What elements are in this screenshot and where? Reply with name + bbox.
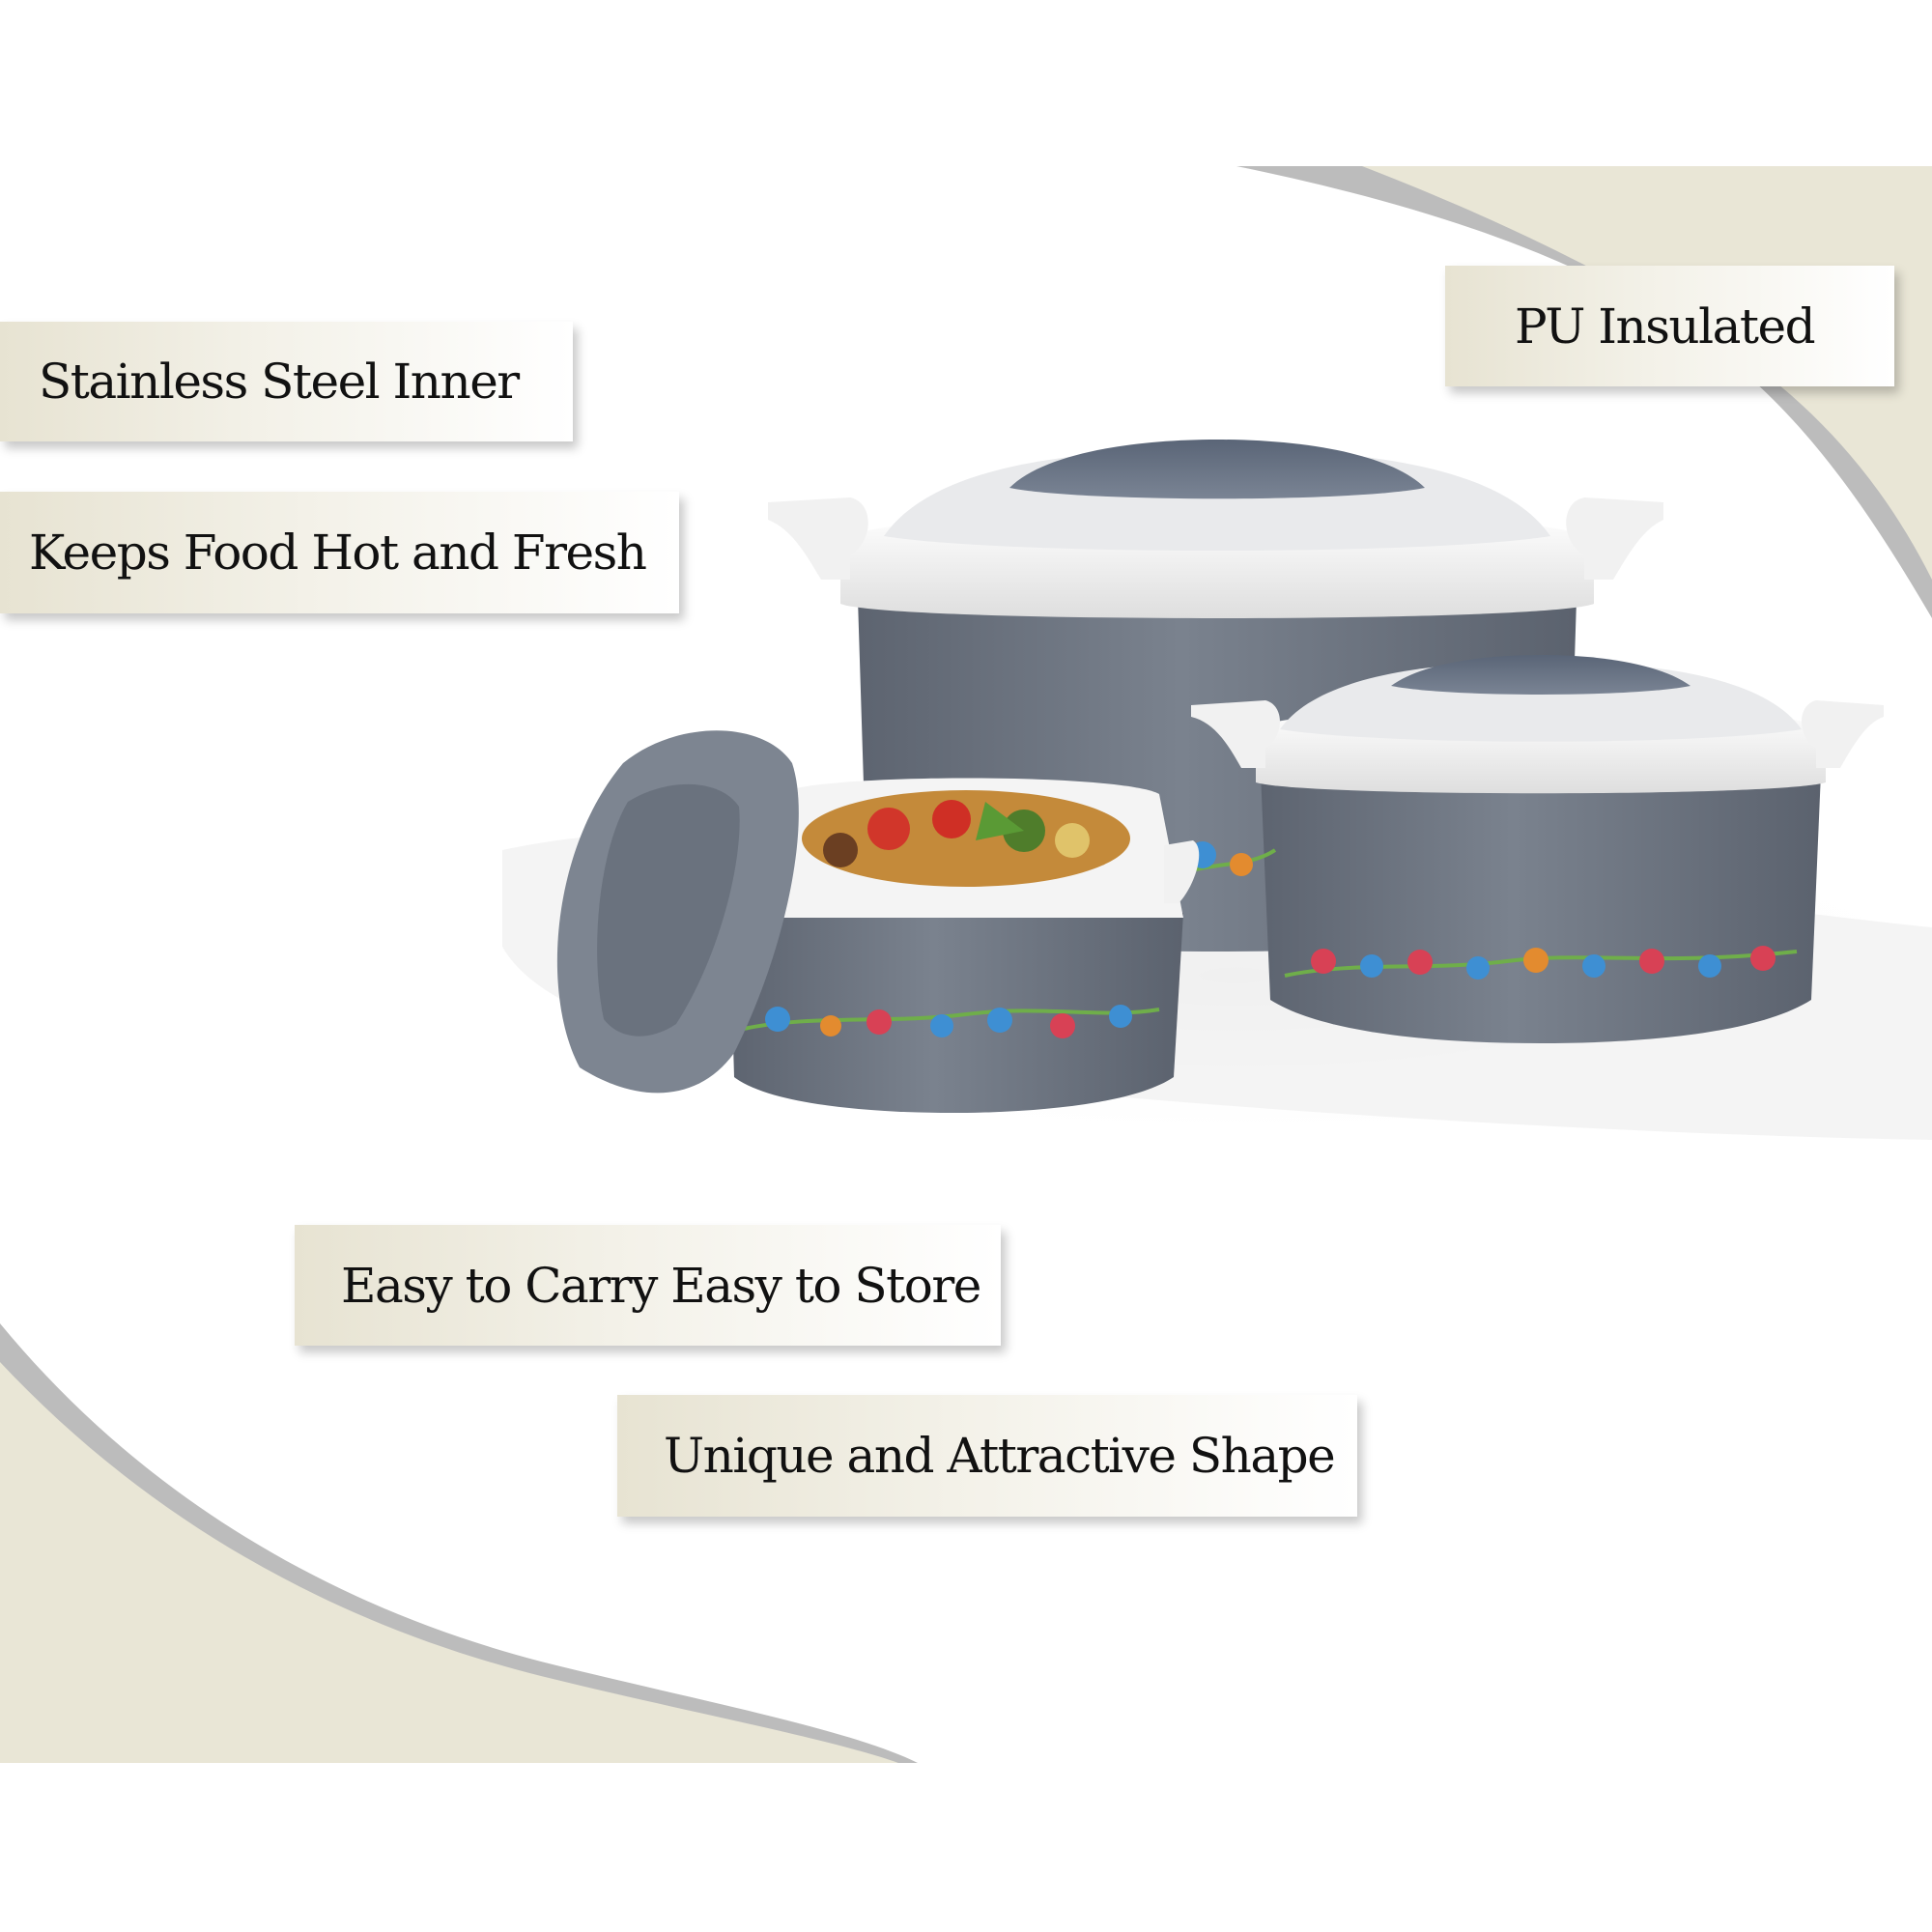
bottom-left-cream-swoosh <box>0 1362 898 1763</box>
feature-label-keeps-food-hot: Keeps Food Hot and Fresh <box>0 492 679 613</box>
small-casserole-handle-right <box>1164 840 1200 903</box>
small-casserole-floral-band <box>743 1005 1160 1038</box>
large-casserole-handle-right <box>1566 497 1663 580</box>
medium-casserole-body <box>1261 773 1821 1043</box>
medium-casserole-lid-knob <box>1391 655 1690 695</box>
medium-casserole-handle-right <box>1802 700 1884 768</box>
medium-casserole-handle-left <box>1191 700 1280 768</box>
small-casserole-body <box>729 913 1183 1113</box>
small-casserole <box>556 730 1200 1113</box>
large-casserole-lid-knob <box>1009 440 1425 499</box>
feature-label-stainless-steel-inner: Stainless Steel Inner <box>0 322 573 441</box>
small-casserole-lid-handle <box>597 783 740 1037</box>
large-casserole-handle-left <box>768 497 868 580</box>
feature-label-unique-shape: Unique and Attractive Shape <box>617 1395 1357 1517</box>
medium-casserole <box>1191 655 1884 1043</box>
feature-label-pu-insulated: PU Insulated <box>1445 266 1894 386</box>
medium-casserole-floral-band <box>1284 946 1798 980</box>
feature-label-easy-carry-store: Easy to Carry Easy to Store <box>295 1225 1001 1346</box>
